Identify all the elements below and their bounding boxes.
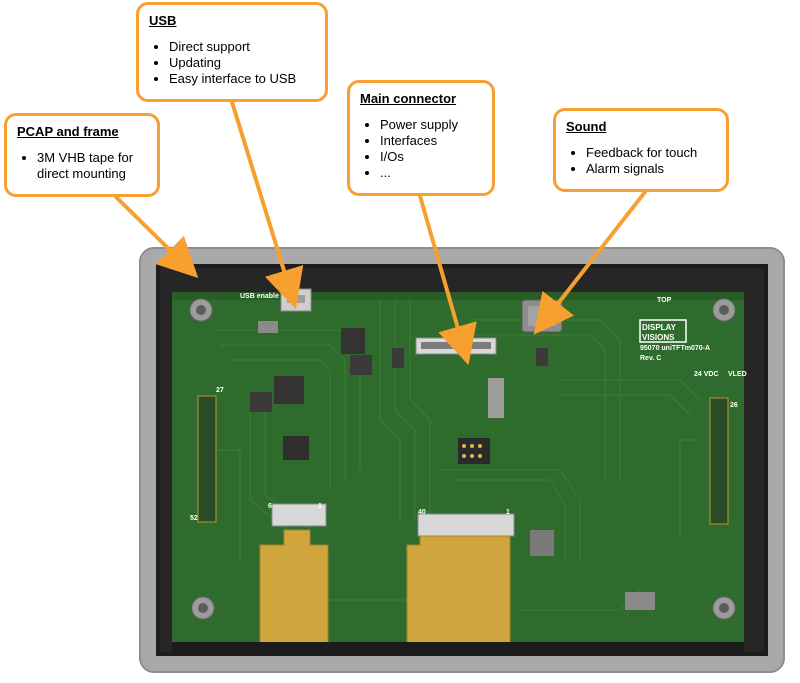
callout-usb-list: Direct support Updating Easy interface t… [149, 39, 315, 87]
callout-sound-title: Sound [566, 119, 607, 134]
callout-pcap-list: 3M VHB tape for direct mounting [17, 150, 147, 182]
arrow-sound [533, 190, 647, 335]
callout-main-item: Power supply [380, 117, 482, 133]
pin-6-label: 6 [268, 503, 272, 510]
pin-52-label: 52 [190, 515, 198, 522]
pin-40b-label: 1 [506, 509, 510, 516]
arrow-main [418, 194, 477, 366]
part-number: 95070 uniTFTm070-A [640, 345, 710, 352]
usb-enable-label: USB enable [240, 293, 279, 300]
callout-sound-item: Alarm signals [586, 161, 716, 177]
brand-logo-box [639, 319, 687, 343]
voltage-vled-label: VLED [728, 371, 747, 378]
top-marker: TOP [657, 297, 672, 304]
pin-40-label: 40 [418, 509, 426, 516]
pin-26-label: 26 [730, 402, 738, 409]
pin-header-left [197, 395, 217, 523]
flex-connector-small [271, 503, 327, 527]
arrow-usb [230, 100, 304, 310]
callout-sound: Sound Feedback for touch Alarm signals [553, 108, 729, 192]
callout-main-connector: Main connector Power supply Interfaces I… [347, 80, 495, 196]
callout-main-title: Main connector [360, 91, 457, 106]
flex-connector-large [417, 513, 515, 537]
callout-arrows [114, 100, 647, 366]
brand-logo-line1: DISPLAY [642, 323, 677, 332]
revision: Rev. C [640, 355, 661, 362]
callout-sound-list: Feedback for touch Alarm signals [566, 145, 716, 177]
pin-1-label: 1 [318, 503, 322, 510]
voltage-24vdc-label: 24 VDC [694, 371, 719, 378]
pin-27-label: 27 [216, 387, 224, 394]
callout-sound-item: Feedback for touch [586, 145, 716, 161]
callout-usb-item: Direct support [169, 39, 315, 55]
callout-usb-title: USB [149, 13, 177, 28]
brand-logo-line2: VISIONS [642, 333, 675, 342]
callout-main-item: ... [380, 165, 482, 181]
callout-pcap-title: PCAP and frame [17, 124, 119, 139]
callout-main-item: I/Os [380, 149, 482, 165]
flex-cable-large [406, 535, 511, 645]
mounting-holes [189, 298, 736, 620]
ic-components [250, 321, 655, 610]
flex-cable-small [259, 529, 329, 645]
callout-pcap-item: 3M VHB tape for direct mounting [37, 150, 147, 182]
callout-pcap-and-frame: PCAP and frame 3M VHB tape for direct mo… [4, 113, 160, 197]
pcb-top-shade [172, 292, 744, 300]
callout-main-list: Power supply Interfaces I/Os ... [360, 117, 482, 181]
pin-header-right [709, 397, 729, 525]
callout-main-item: Interfaces [380, 133, 482, 149]
callout-usb: USB Direct support Updating Easy interfa… [136, 2, 328, 102]
callout-usb-item: Easy interface to USB [169, 71, 315, 87]
arrow-pcap [114, 195, 199, 279]
callout-usb-item: Updating [169, 55, 315, 71]
